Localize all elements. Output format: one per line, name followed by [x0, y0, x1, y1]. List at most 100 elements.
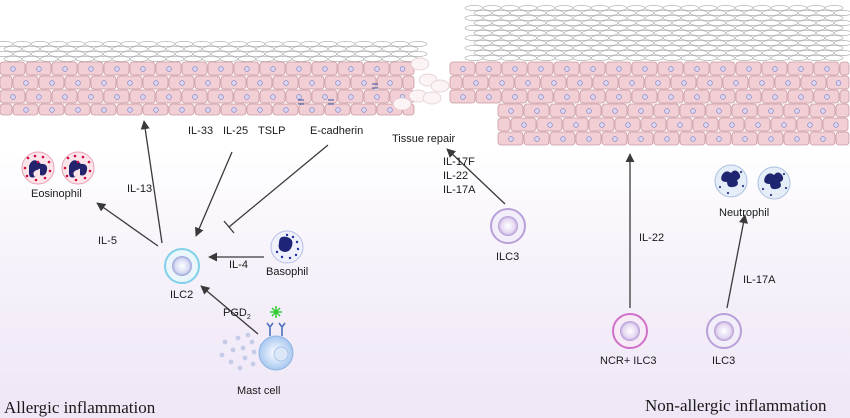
cilia-tuft: [318, 51, 338, 57]
cell-nucleus: [664, 136, 670, 142]
cilia-tuft: [354, 51, 374, 57]
cilia-tuft: [111, 56, 131, 62]
cell-nucleus: [127, 107, 133, 113]
cell-nucleus: [486, 66, 492, 72]
cilia-tuft: [617, 20, 637, 26]
cilia-tuft: [291, 46, 311, 52]
cilia-tuft: [482, 45, 502, 51]
cilia-tuft: [491, 20, 511, 26]
label-pgd2: PGD2: [223, 307, 251, 321]
cilia-tuft: [752, 25, 772, 31]
cell-nucleus: [179, 107, 185, 113]
label-il5: IL-5: [98, 235, 117, 247]
label-tissue-repair: Tissue repair: [392, 133, 456, 145]
cilia-tuft: [399, 46, 419, 52]
cell-nucleus: [781, 122, 787, 128]
basophil-cell: [270, 230, 304, 264]
cilia-tuft: [300, 51, 320, 57]
neutrophil-cell-1: [714, 164, 748, 198]
epithelium-right: [449, 61, 850, 146]
cilia-tuft: [309, 46, 329, 52]
damaged-cell: [422, 91, 442, 105]
cilia-tuft: [671, 30, 691, 36]
cilia-tuft: [192, 41, 212, 47]
cilia-tuft: [779, 40, 799, 46]
cell-nucleus: [824, 94, 830, 100]
cilia-tuft: [473, 50, 493, 56]
cilia-tuft: [689, 20, 709, 26]
cell-nucleus: [10, 94, 16, 100]
cell-nucleus: [820, 136, 826, 142]
cilia-tuft: [237, 56, 257, 62]
cell-nucleus: [807, 122, 813, 128]
cilia-tuft: [500, 25, 520, 31]
cilia-tuft: [590, 55, 610, 61]
cell-nucleus: [694, 66, 700, 72]
cilia-tuft: [707, 20, 727, 26]
cilia-tuft: [815, 40, 835, 46]
cilia-tuft: [39, 56, 59, 62]
cell-nucleus: [387, 80, 393, 86]
cilia-tuft: [554, 35, 574, 41]
cilia-tuft: [734, 55, 754, 61]
neutrophil-cell-2: [757, 166, 791, 200]
cilia-tuft: [12, 51, 32, 57]
cilia-tuft: [482, 35, 502, 41]
cilia-tuft: [273, 56, 293, 62]
cilia-tuft: [563, 10, 583, 16]
cilia-tuft: [408, 51, 428, 57]
cell-nucleus: [36, 66, 42, 72]
cilia-tuft: [752, 15, 772, 21]
cilia-tuft: [491, 10, 511, 16]
cilia-tuft: [806, 55, 826, 61]
arrow-ilc2-to-eosinophil: [96, 202, 159, 247]
cilia-tuft: [662, 35, 682, 41]
epithelial-cell: [0, 103, 13, 116]
cell-nucleus: [140, 94, 146, 100]
cilia-tuft: [608, 15, 628, 21]
cilia-tuft: [536, 35, 556, 41]
cell-nucleus: [374, 66, 380, 72]
cell-nucleus: [512, 66, 518, 72]
cilia-tuft: [599, 40, 619, 46]
arrow-mast-to-ilc2: [200, 285, 259, 335]
cilia-tuft: [626, 15, 646, 21]
cell-nucleus: [296, 94, 302, 100]
cilia-tuft: [545, 30, 565, 36]
cell-nucleus: [677, 122, 683, 128]
cilia-tuft: [770, 55, 790, 61]
cell-nucleus: [166, 94, 172, 100]
tissue-background: [0, 150, 850, 418]
cilia-tuft: [581, 50, 601, 56]
cilia-tuft: [671, 50, 691, 56]
cilia-tuft: [572, 55, 592, 61]
cilia-tuft: [183, 56, 203, 62]
cilia-tuft: [500, 55, 520, 61]
cilia-tuft: [536, 5, 556, 11]
cell-nucleus: [716, 136, 722, 142]
cilia-tuft: [572, 35, 592, 41]
cell-nucleus: [833, 122, 839, 128]
cell-nucleus: [88, 66, 94, 72]
cilia-tuft: [824, 15, 844, 21]
cilia-tuft: [464, 5, 484, 11]
cell-nucleus: [681, 80, 687, 86]
cell-nucleus: [473, 80, 479, 86]
cilia-tuft: [509, 30, 529, 36]
cilia-tuft: [752, 55, 772, 61]
cell-nucleus: [538, 94, 544, 100]
cilia-tuft: [644, 15, 664, 21]
cell-nucleus: [768, 108, 774, 114]
cilia-tuft: [381, 56, 401, 62]
cell-nucleus: [577, 80, 583, 86]
cilia-tuft: [491, 30, 511, 36]
cilia-tuft: [599, 30, 619, 36]
cilia-tuft: [770, 45, 790, 51]
cilia-tuft: [93, 56, 113, 62]
cell-nucleus: [798, 94, 804, 100]
cell-nucleus: [460, 94, 466, 100]
e-cadherin-junctions: [298, 83, 378, 105]
label-neutrophil: Neutrophil: [719, 207, 769, 219]
cilia-tuft: [716, 25, 736, 31]
cilia-tuft: [725, 30, 745, 36]
